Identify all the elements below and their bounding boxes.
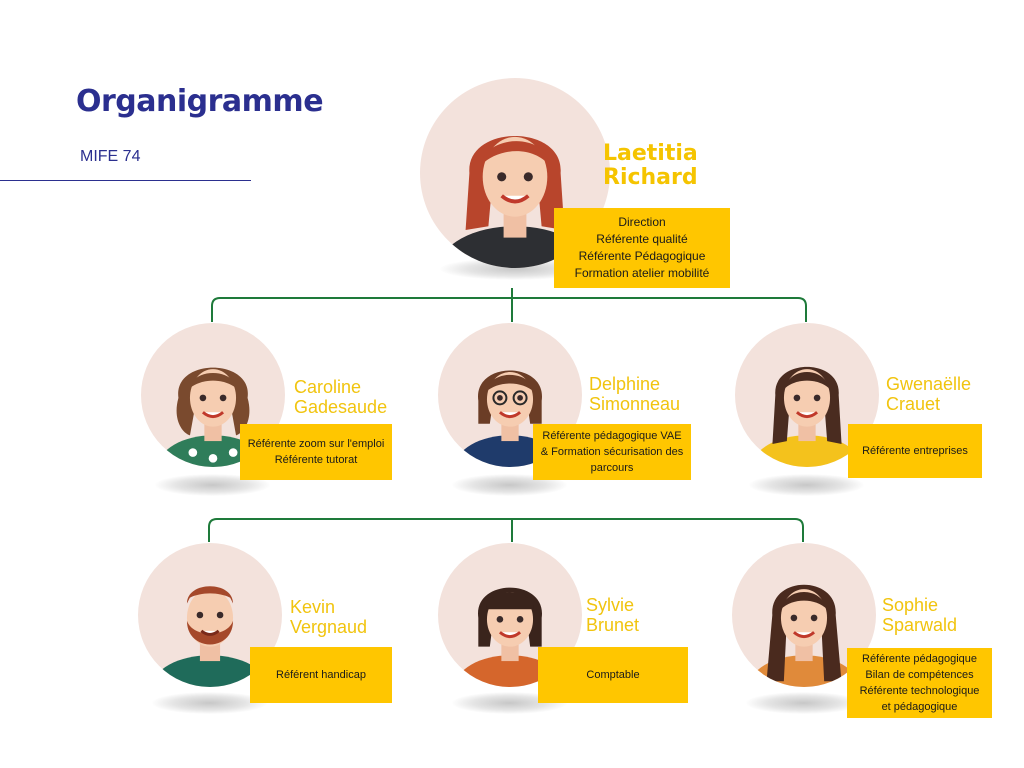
role-line: Bilan de compétences xyxy=(865,669,974,681)
last-name: Crauet xyxy=(886,394,941,414)
role-line: Référente technologique xyxy=(859,685,980,697)
role-line: Référente qualité xyxy=(596,232,688,246)
role-line: Formation atelier mobilité xyxy=(574,266,710,280)
director-role-box: Direction Référente qualité Référente Pé… xyxy=(554,208,730,288)
page-subtitle: MIFE 74 xyxy=(80,148,141,165)
avatar-shadow xyxy=(746,692,861,714)
page-title: Organigramme xyxy=(76,84,324,119)
first-name: Caroline xyxy=(294,377,362,397)
avatar-illustration xyxy=(455,587,565,687)
role-line: Comptable xyxy=(586,669,640,681)
director-name: Laetitia Richard xyxy=(603,142,698,190)
role-line: et pédagogique xyxy=(881,701,958,713)
director-first-name: Laetitia xyxy=(603,141,698,166)
role-box: Référente entreprises xyxy=(848,424,982,478)
first-name: Kevin xyxy=(290,597,336,617)
connector-level-2 xyxy=(208,518,804,542)
connector-level-1 xyxy=(211,297,807,322)
role-line: Référent handicap xyxy=(276,669,366,681)
role-line: Référente zoom sur l'emploi xyxy=(247,438,385,450)
role-line: parcours xyxy=(590,462,634,474)
role-line: Direction xyxy=(618,215,666,229)
role-line: Référente entreprises xyxy=(862,445,968,457)
employee-name: Gwenaëlle Crauet xyxy=(886,374,971,414)
employee-name: Caroline Gadesaude xyxy=(294,377,387,417)
first-name: Sophie xyxy=(882,595,939,615)
last-name: Simonneau xyxy=(589,394,681,414)
last-name: Vergnaud xyxy=(290,617,368,637)
role-box: Comptable xyxy=(538,647,688,703)
role-line: Référente tutorat xyxy=(274,454,358,466)
role-line: Référente pédagogique xyxy=(862,653,977,665)
role-box: Référente pédagogique Bilan de compétenc… xyxy=(847,648,992,718)
avatar-caroline-gadesaude xyxy=(141,323,285,467)
employee-name: Delphine Simonneau xyxy=(589,374,680,414)
first-name: Delphine xyxy=(589,374,661,394)
role-box: Référente zoom sur l'emploi Référente tu… xyxy=(240,424,392,480)
title-divider xyxy=(0,180,251,181)
avatar-shadow xyxy=(440,258,590,280)
avatar-illustration xyxy=(749,584,859,687)
last-name: Sparwald xyxy=(882,615,958,635)
employee-name: Sylvie Brunet xyxy=(586,595,639,635)
avatar-shadow xyxy=(749,474,864,496)
employee-name: Sophie Sparwald xyxy=(882,595,957,635)
avatar-illustration xyxy=(152,586,268,687)
last-name: Gadesaude xyxy=(294,397,388,417)
first-name: Sylvie xyxy=(586,595,635,615)
employee-name: Kevin Vergnaud xyxy=(290,597,367,637)
role-box: Référente pédagogique VAE & Formation sé… xyxy=(533,424,691,480)
director-last-name: Richard xyxy=(603,165,698,190)
avatar-kevin-vergnaud xyxy=(138,543,282,687)
role-box: Référent handicap xyxy=(250,647,392,703)
avatar-illustration xyxy=(752,366,862,467)
role-line: Référente Pédagogique xyxy=(578,249,706,263)
first-name: Gwenaëlle xyxy=(886,374,972,394)
avatar-illustration xyxy=(439,135,591,268)
role-line: & Formation sécurisation des xyxy=(540,446,684,458)
role-line: Référente pédagogique VAE xyxy=(542,430,682,442)
avatar-shadow xyxy=(152,692,267,714)
avatar-delphine-simonneau xyxy=(438,323,582,467)
last-name: Brunet xyxy=(586,615,640,635)
